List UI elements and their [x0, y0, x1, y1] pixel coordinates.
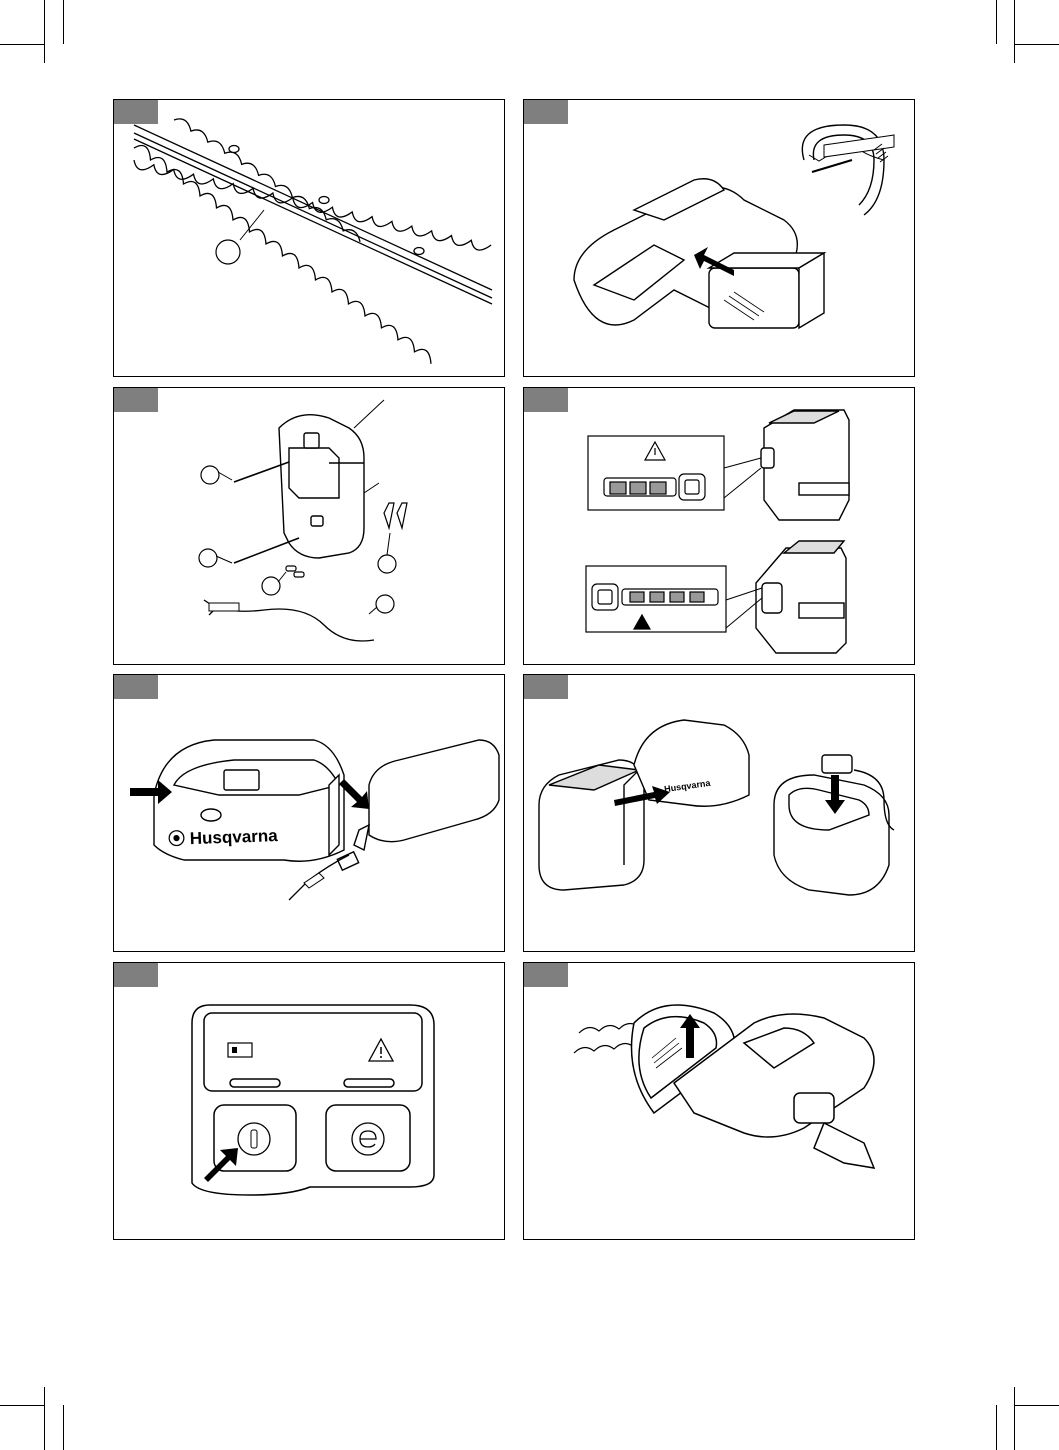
figure-panel-6: Husqvarna	[523, 674, 915, 952]
keypad-illustration	[114, 963, 505, 1240]
hand-guard-illustration	[524, 963, 915, 1240]
figure-panel-2	[523, 99, 915, 377]
figure-panel-3	[113, 387, 505, 665]
charging-illustration	[524, 675, 915, 952]
figure-panel-1	[113, 99, 505, 377]
figure-panel-7	[113, 962, 505, 1240]
eco-mode-icon	[352, 1123, 384, 1155]
charger-illustration	[114, 675, 505, 952]
brand-logo: ⦿ Husqvarna	[168, 821, 278, 850]
figure-panel-8	[523, 962, 915, 1240]
wall-mount-illustration	[114, 388, 505, 665]
figure-panel-5: ⦿ Husqvarna	[113, 674, 505, 952]
blade-illustration	[114, 100, 505, 377]
power-button-icon	[238, 1123, 270, 1155]
battery-indicator-illustration	[524, 388, 915, 665]
callout-circle	[216, 240, 240, 264]
trimmer-battery-illustration	[524, 100, 915, 377]
figure-panel-4	[523, 387, 915, 665]
battery-level-icon	[228, 1043, 252, 1057]
